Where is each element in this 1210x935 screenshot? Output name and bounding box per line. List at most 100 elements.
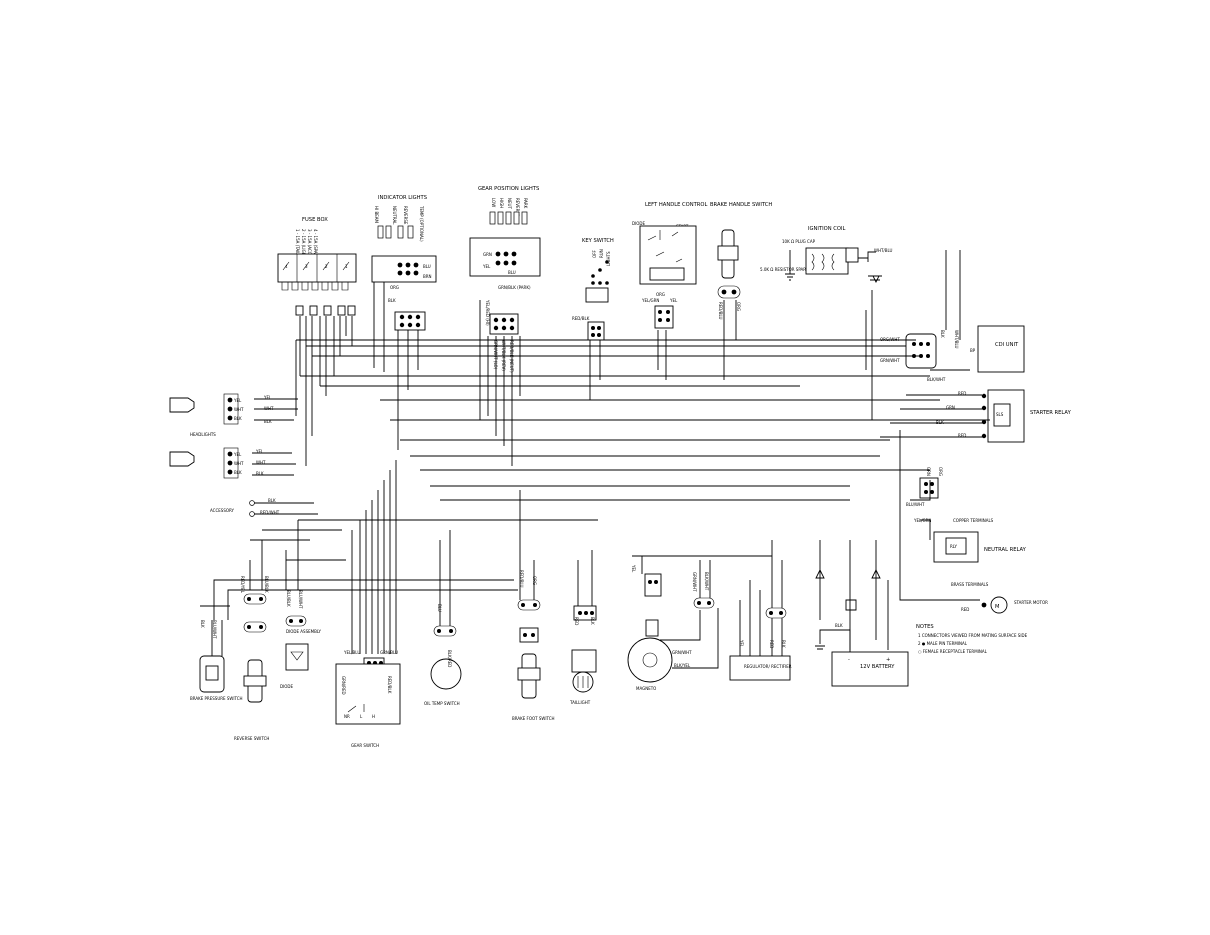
svg-text:BLK/WHT: BLK/WHT	[704, 572, 709, 591]
brake-handle-title: BRAKE HANDLE SWITCH	[710, 202, 772, 208]
regulator-body	[729, 655, 791, 681]
headlights: YEL WHT BLK HEADLIGHTS YEL WHT BLK YEL W…	[169, 393, 274, 479]
fuse-box-title: FUSE BOX	[302, 217, 328, 223]
starter-motor-body	[990, 596, 1008, 614]
gear-switch-body	[335, 663, 401, 725]
svg-text:NEUTRAL RELAY: NEUTRAL RELAY	[984, 547, 1027, 553]
svg-text:YEL: YEL	[233, 398, 242, 403]
svg-text:3: 3	[305, 264, 308, 269]
svg-text:BLK: BLK	[234, 416, 242, 421]
svg-text:HEADLIGHTS: HEADLIGHTS	[190, 432, 216, 437]
svg-text:BLK: BLK	[264, 419, 272, 424]
svg-text:BRAKE PRESSURE SWITCH: BRAKE PRESSURE SWITCH	[190, 696, 243, 701]
svg-text:YEL: YEL	[669, 298, 678, 303]
left-handle-title: LEFT HANDLE CONTROL	[645, 202, 707, 208]
starter-motor: M RED STARTER MOTOR	[961, 596, 1048, 614]
svg-text:YEL/RED (HI): YEL/RED (HI)	[485, 299, 490, 326]
svg-text:HIGH: HIGH	[499, 198, 504, 208]
svg-text:GRN/BLK (PARK): GRN/BLK (PARK)	[498, 285, 531, 290]
svg-text:RLY: RLY	[950, 544, 957, 549]
svg-text:1: 1	[345, 264, 348, 269]
indicator-lights-title: INDICATOR LIGHTS	[378, 195, 427, 201]
svg-text:RED/BLK: RED/BLK	[387, 676, 392, 694]
indicator-temp: TEMP (OPTIONAL)	[419, 205, 424, 242]
svg-text:STARTER MOTOR: STARTER MOTOR	[1014, 600, 1048, 605]
oil-temp-body	[430, 658, 462, 690]
svg-text:+: +	[886, 657, 890, 663]
svg-text:GRN/RED: GRN/RED	[341, 676, 346, 695]
brake-pressure-switch: BRAKE PRESSURE SWITCH BLK BLU/WHT	[190, 620, 243, 701]
brake-foot-switch: BRAKE FOOT SWITCH RED/BLU ORG	[512, 570, 555, 721]
reverse-switch: REVERSE SWITCH RED/YEL BLU/BLK	[234, 576, 269, 741]
indicator-connector	[371, 255, 437, 283]
headlight-lower	[169, 451, 195, 467]
svg-text:REVERSE SWITCH: REVERSE SWITCH	[234, 736, 269, 741]
svg-text:GRN: GRN	[926, 467, 931, 476]
svg-text:RED/BLU: RED/BLU	[519, 570, 524, 588]
svg-text:REGULATOR/ RECTIFIER: REGULATOR/ RECTIFIER	[744, 664, 792, 669]
key-switch-title: KEY SWITCH	[582, 238, 614, 244]
fuse-box: FUSE BOX 1 - 15A (TAIL) 2 - 15A (LIGHTS)…	[277, 217, 357, 316]
cdi-connector	[905, 333, 937, 369]
svg-text:BRAKE FOOT SWITCH: BRAKE FOOT SWITCH	[512, 716, 555, 721]
svg-text:4: 4	[285, 264, 288, 269]
svg-text:BLU: BLU	[423, 264, 431, 269]
gear-position-lights-title: GEAR POSITION LIGHTS	[478, 186, 539, 192]
svg-text:ACCESSORY: ACCESSORY	[210, 508, 235, 513]
diode-assembly: DIODE ASSEMBLY DIODE BLU/BLK BLU/WHT	[280, 590, 322, 689]
svg-text:RED: RED	[574, 617, 579, 625]
notes-heading: NOTES	[916, 624, 934, 630]
svg-text:ORG: ORG	[736, 302, 741, 311]
svg-text:BLK/RED: BLK/RED	[447, 650, 452, 667]
fuse-label-4: 4 - 15A (SPARE)	[313, 229, 318, 261]
gear-switch: YEL/BLU GRN/BLU NR L H GEAR SWITCH GRN/R…	[335, 650, 401, 748]
svg-text:RUN: RUN	[599, 249, 604, 258]
ignition-coil-title: IGNITION COIL	[808, 226, 846, 232]
svg-text:BLK/YEL: BLK/YEL	[674, 663, 691, 668]
svg-text:WHT/BLU: WHT/BLU	[954, 330, 959, 349]
svg-text:OFF: OFF	[592, 250, 597, 258]
fuse-label-1: 1 - 15A (TAIL)	[295, 229, 300, 256]
svg-text:BLU/WHT: BLU/WHT	[212, 620, 217, 639]
battery-body	[831, 651, 909, 687]
svg-text:RED: RED	[769, 640, 774, 648]
svg-text:ORG: ORG	[390, 285, 399, 290]
svg-text:TAILLIGHT: TAILLIGHT	[569, 700, 591, 705]
svg-text:NEUT: NEUT	[507, 198, 512, 209]
svg-text:GRN/BLU: GRN/BLU	[380, 650, 398, 655]
svg-text:RED/BLK (NEUT): RED/BLK (NEUT)	[509, 340, 514, 373]
svg-text:ORG: ORG	[532, 576, 537, 585]
starter-relay: SLS STARTER RELAY RED GRN BLK RED	[936, 389, 1072, 443]
note-1: 1 CONNECTORS VIEWED FROM MATING SURFACE …	[918, 633, 1028, 638]
svg-text:BLK/WHT: BLK/WHT	[927, 377, 946, 382]
svg-text:RED/YEL: RED/YEL	[240, 576, 245, 594]
svg-text:BLK: BLK	[936, 420, 944, 425]
svg-text:RED/WHT: RED/WHT	[260, 510, 280, 515]
svg-text:BLK: BLK	[256, 471, 264, 476]
fuse-label-2: 2 - 15A (LIGHTS)	[301, 229, 306, 263]
svg-text:-: -	[848, 657, 850, 663]
indicator-neutral: NEUTRAL	[392, 206, 397, 225]
svg-text:ORG: ORG	[656, 292, 665, 297]
svg-text:BLK: BLK	[590, 617, 595, 625]
note-3: ○ FEMALE RECEPTACLE TERMINAL	[918, 649, 988, 654]
magneto-body	[627, 637, 673, 683]
svg-text:2: 2	[325, 264, 328, 269]
svg-text:YEL: YEL	[739, 639, 744, 648]
svg-text:GRN/WHT: GRN/WHT	[692, 572, 697, 592]
gear-position-connector	[469, 237, 541, 277]
ignition-coil: IGNITION COIL 10K Ω PLUG CAP 5.0K Ω RESI…	[760, 226, 893, 281]
indicator-lights: INDICATOR LIGHTS HI BEAM NEUTRAL REVERSE…	[371, 195, 437, 331]
note-2: 2 ● MALE PIN TERMINAL	[918, 641, 968, 646]
svg-text:BP: BP	[970, 348, 976, 353]
svg-text:RED: RED	[958, 433, 966, 438]
svg-text:CDI UNIT: CDI UNIT	[995, 342, 1019, 348]
svg-text:12V BATTERY: 12V BATTERY	[860, 664, 895, 670]
magneto: MAGNETO GRN/WHT BLK/YEL YEL GRN/WHT BLK/…	[627, 564, 715, 691]
svg-text:WHT: WHT	[234, 407, 244, 412]
svg-text:YEL: YEL	[263, 395, 272, 400]
svg-text:YEL/GRN: YEL/GRN	[913, 518, 931, 523]
svg-text:REVERSE: REVERSE	[515, 198, 520, 217]
svg-text:WHT: WHT	[264, 406, 274, 411]
svg-text:GRN/WHT: GRN/WHT	[880, 358, 900, 363]
